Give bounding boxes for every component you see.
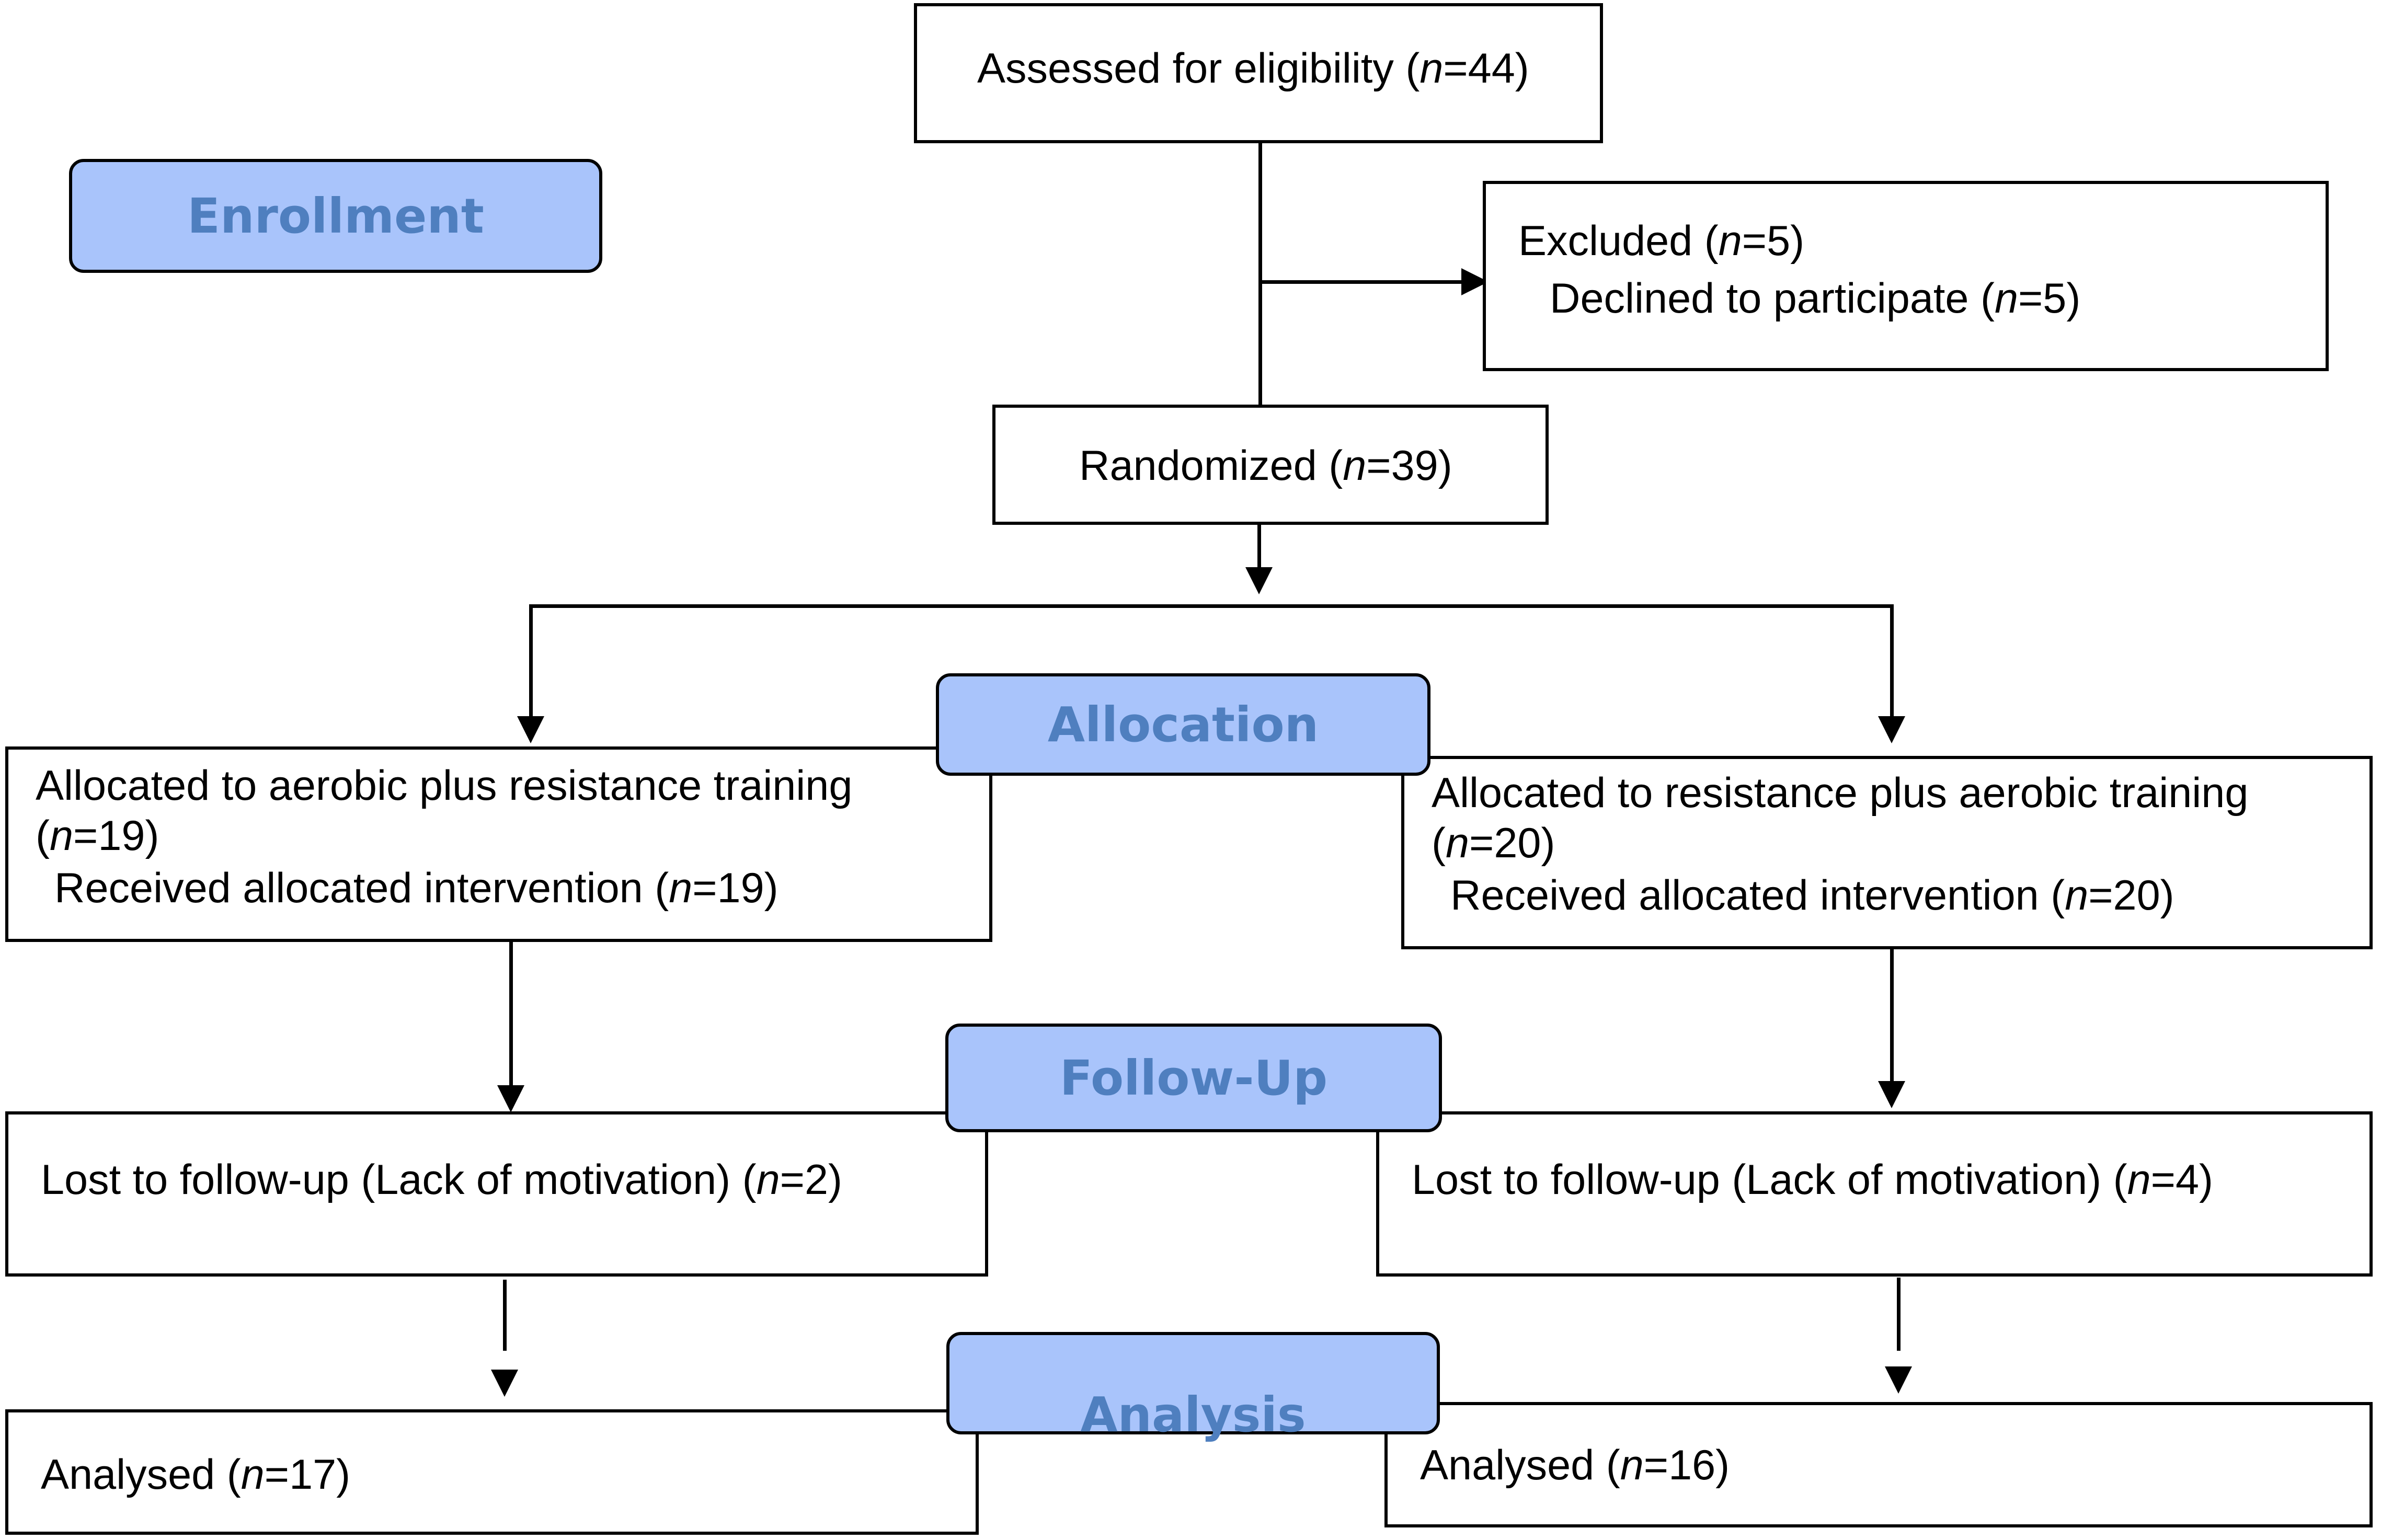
stage-label-analysis: Analysis [946,1332,1440,1443]
arrow-to-allocated-left [517,716,544,743]
connector-followup-right-down [1897,1278,1901,1351]
connector-assessed-to-randomized [1258,142,1262,405]
analysed-right-line: Analysed (n=16) [1420,1442,1730,1489]
arrow-to-followup-right [1878,1081,1905,1108]
connector-split-left [529,604,533,719]
stage-label-enrollment: Enrollment [69,159,602,273]
excluded-box: Excluded (n=5) Declined to participate (… [1483,181,2329,371]
allocated-left-box: Allocated to aerobic plus resistance tra… [5,746,992,942]
allocated-right-line3: Received allocated intervention (n=20) [1450,872,2174,919]
connector-allocated-right-down [1890,946,1894,1085]
connector-allocated-left-down [509,941,513,1087]
connector-split-right [1890,604,1894,719]
assessed-line: Assessed for eligibility (n=44) [977,45,1529,92]
allocated-right-box: Allocated to resistance plus aerobic tra… [1401,756,2373,949]
randomized-line: Randomized (n=39) [1079,442,1452,489]
declined-line: Declined to participate (n=5) [1550,275,2081,322]
allocated-left-line3: Received allocated intervention (n=19) [54,865,779,912]
followup-right-line: Lost to follow-up (Lack of motivation) (… [1412,1156,2213,1203]
assessed-box: Assessed for eligibility (n=44) [914,3,1603,143]
allocated-left-line1: Allocated to aerobic plus resistance tra… [36,762,853,809]
randomized-box: Randomized (n=39) [992,405,1549,525]
analysed-left-line: Analysed (n=17) [41,1451,351,1498]
followup-right-box: Lost to follow-up (Lack of motivation) (… [1376,1111,2373,1277]
stage-label-follow-up-text: Follow-Up [1059,1050,1328,1106]
analysed-right-box: Analysed (n=16) [1384,1402,2373,1527]
stage-label-allocation-text: Allocation [1047,696,1319,753]
arrow-to-analysed-left [491,1370,518,1397]
arrow-to-allocated-right [1878,716,1905,743]
connector-followup-left-down [503,1280,507,1351]
arrow-to-analysed-right [1885,1366,1912,1394]
allocated-right-line1: Allocated to resistance plus aerobic tra… [1432,769,2249,817]
allocated-right-line2: (n=20) [1432,820,1555,867]
followup-left-box: Lost to follow-up (Lack of motivation) (… [5,1111,988,1277]
connector-split [529,604,1894,608]
excluded-line: Excluded (n=5) [1518,217,1805,265]
stage-label-follow-up: Follow-Up [945,1024,1442,1132]
stage-label-enrollment-text: Enrollment [187,188,484,244]
stage-label-analysis-text: Analysis [1080,1386,1306,1443]
stage-label-allocation: Allocation [936,673,1430,776]
allocated-left-line2: (n=19) [36,812,159,859]
analysed-left-box: Analysed (n=17) [5,1409,979,1535]
followup-left-line: Lost to follow-up (Lack of motivation) (… [41,1156,842,1203]
connector-to-excluded [1258,280,1489,284]
connector-randomized-down [1257,524,1261,572]
arrow-randomized-down [1245,567,1273,594]
arrow-to-followup-left [497,1085,524,1112]
